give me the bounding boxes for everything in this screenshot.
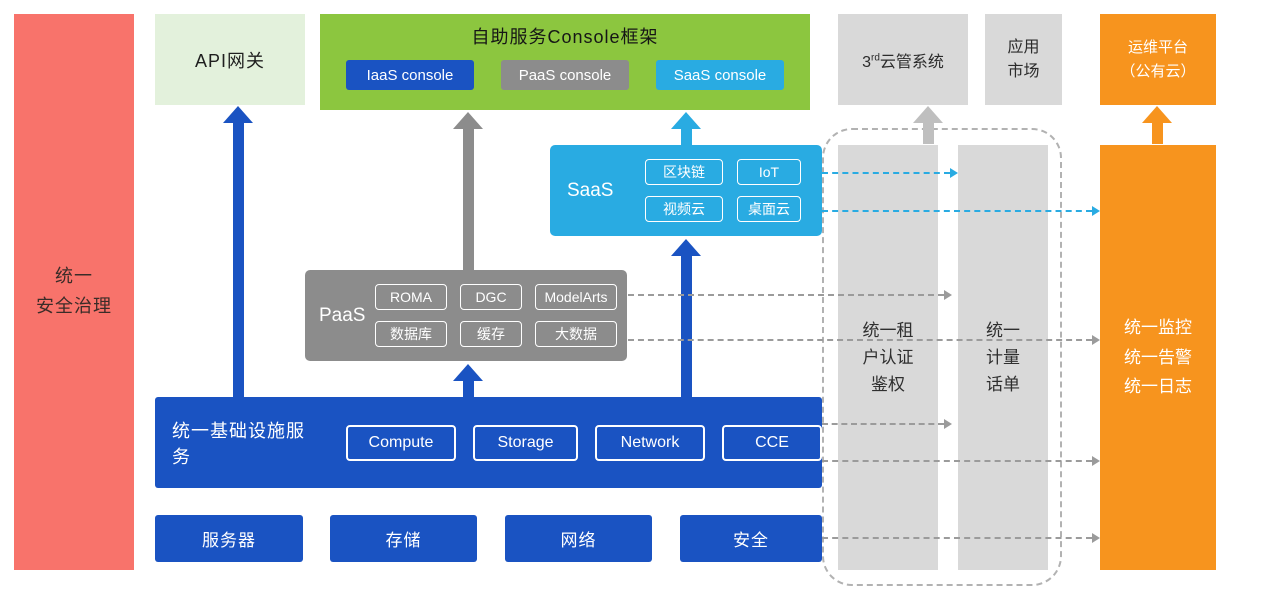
arrow-to-ops-platform-icon (1142, 106, 1172, 144)
paas-box: PaaS ROMA DGC ModelArts 数据库 缓存 大数据 (305, 270, 627, 361)
tenant-auth-column: 统一租 户认证 鉴权 (838, 145, 938, 570)
hw-network-box: 网络 (505, 515, 652, 562)
dashed-arrow-saas-to-metering-icon (822, 167, 958, 179)
third-party-cloud-mgmt-box: 3rd云管系统 (838, 14, 968, 105)
arrow-to-third-party-icon (913, 106, 943, 144)
arrow-iaas-to-api-gateway-icon (223, 106, 253, 397)
saas-chip-grid: 区块链 IoT 视频云 桌面云 (645, 159, 801, 222)
chip-dgc: DGC (460, 284, 522, 310)
chip-modelarts: ModelArts (535, 284, 617, 310)
chip-storage: Storage (473, 424, 578, 461)
chip-cce: CCE (722, 424, 822, 461)
chip-cache: 缓存 (460, 321, 522, 347)
metering-column: 统一 计量 话单 (958, 145, 1048, 570)
chip-blockchain: 区块链 (645, 159, 723, 185)
chip-bigdata: 大数据 (535, 321, 617, 347)
third-party-suffix: 云管系统 (879, 53, 944, 71)
arrow-saas-to-console-icon (671, 112, 701, 145)
chip-iot: IoT (737, 159, 801, 185)
chip-desktop-cloud: 桌面云 (737, 196, 801, 222)
app-market-box: 应用 市场 (985, 14, 1062, 105)
hw-security-box: 安全 (680, 515, 822, 562)
paas-label: PaaS (319, 304, 366, 326)
api-gateway-box: API网关 (155, 14, 305, 105)
paas-chip-grid: ROMA DGC ModelArts 数据库 缓存 大数据 (375, 284, 617, 347)
saas-box: SaaS 区块链 IoT 视频云 桌面云 (550, 145, 822, 236)
ops-platform-box: 运维平台 （公有云） (1100, 14, 1216, 105)
chip-compute: Compute (346, 424, 456, 461)
arrow-iaas-to-saas-icon (671, 239, 701, 397)
third-party-label: 3rd云管系统 (862, 48, 944, 72)
iaas-chip-row: Compute Storage Network CCE (346, 424, 822, 461)
shared-services-dashed-container (822, 128, 1062, 586)
arrow-paas-to-console-icon (453, 112, 483, 270)
console-buttons-row: IaaS console PaaS console SaaS console (346, 60, 784, 90)
iaas-infrastructure-bar: 统一基础设施服务 Compute Storage Network CCE (155, 397, 822, 488)
saas-console-button: SaaS console (656, 60, 784, 90)
dashed-arrow-iaas-to-metering-icon (822, 418, 952, 430)
third-party-superscript: rd (870, 52, 880, 64)
chip-roma: ROMA (375, 284, 447, 310)
arrow-iaas-to-paas-icon (453, 364, 483, 397)
dashed-arrow-security-hw-to-monitoring-icon (822, 532, 1100, 544)
hw-storage-box: 存储 (330, 515, 477, 562)
hw-server-box: 服务器 (155, 515, 303, 562)
third-party-prefix: 3 (862, 53, 871, 71)
iaas-console-button: IaaS console (346, 60, 474, 90)
dashed-arrow-iaas-to-monitoring-icon (822, 455, 1100, 467)
saas-label: SaaS (567, 179, 614, 201)
console-frame-box: 自助服务Console框架 IaaS console PaaS console … (320, 14, 810, 110)
dashed-arrow-paas-to-monitoring-icon (628, 334, 1100, 346)
dashed-arrow-paas-to-metering-icon (628, 289, 952, 301)
chip-database: 数据库 (375, 321, 447, 347)
paas-console-button: PaaS console (501, 60, 629, 90)
iaas-label: 统一基础设施服务 (172, 420, 305, 467)
monitoring-bar: 统一监控 统一告警 统一日志 (1100, 145, 1216, 570)
console-frame-title: 自助服务Console框架 (471, 27, 659, 47)
dashed-arrow-saas-to-monitoring-icon (822, 205, 1100, 217)
chip-video-cloud: 视频云 (645, 196, 723, 222)
chip-network: Network (595, 424, 705, 461)
unified-security-governance-bar: 统一 安全治理 (14, 14, 134, 570)
